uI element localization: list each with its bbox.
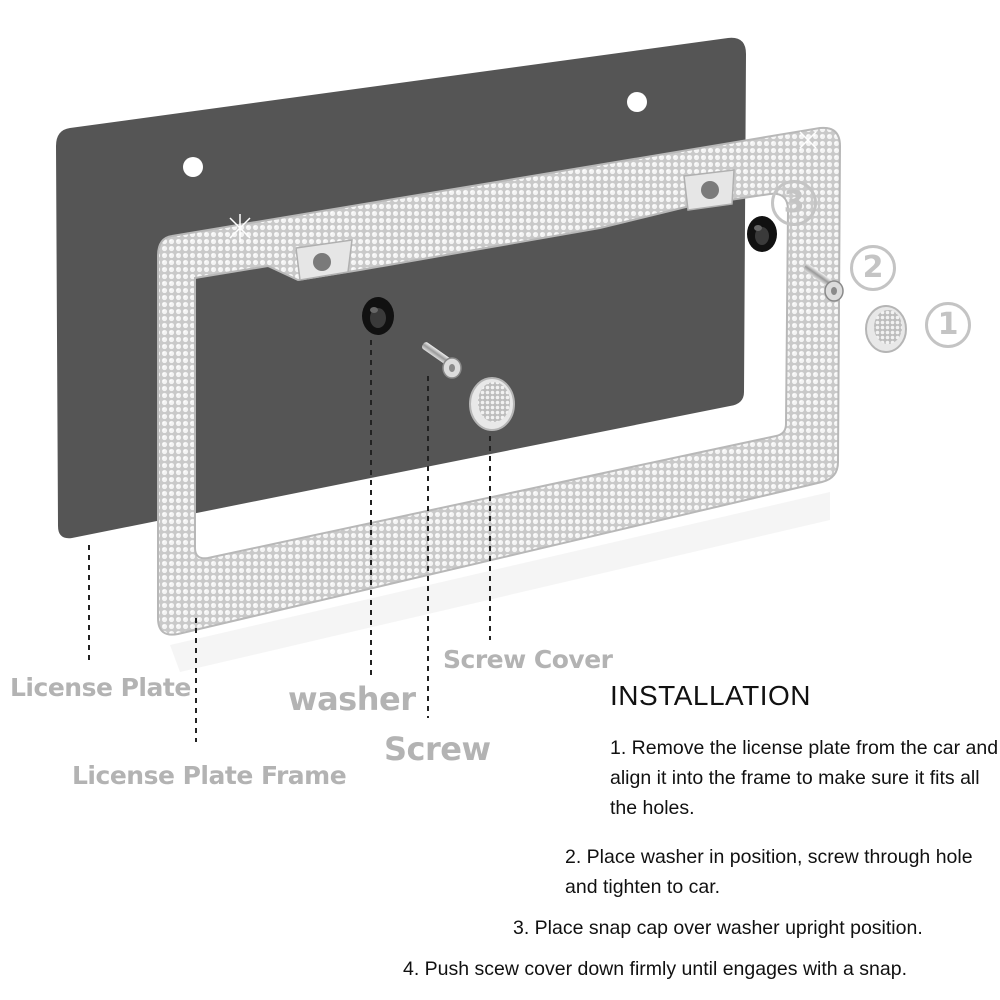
frame-reflection bbox=[170, 492, 830, 672]
installation-step-1: 1. Remove the license plate from the car… bbox=[610, 737, 999, 819]
label-screw-cover: Screw Cover bbox=[443, 645, 613, 674]
installation-step-4: 4. Push scew cover down firmly until eng… bbox=[403, 958, 908, 980]
plate-hole-left bbox=[183, 157, 203, 177]
frame-tab-hole-left bbox=[313, 253, 331, 271]
leader-lines bbox=[88, 340, 491, 742]
step-number-3: 3 bbox=[771, 180, 817, 226]
screw-center bbox=[421, 342, 462, 379]
screw-cover-right bbox=[865, 305, 907, 353]
screw-cover-center bbox=[469, 377, 515, 431]
step-number-2: 2 bbox=[850, 245, 896, 291]
sparkles bbox=[229, 131, 817, 616]
label-license-plate-frame: License Plate Frame bbox=[72, 761, 347, 790]
washer-center bbox=[362, 297, 394, 335]
frame-tab-hole-right bbox=[701, 181, 719, 199]
label-washer: washer bbox=[288, 680, 416, 718]
installation-step-3: 3. Place snap cap over washer upright po… bbox=[513, 917, 923, 939]
step-number-1: 1 bbox=[925, 302, 971, 348]
installation-title: INSTALLATION bbox=[610, 680, 812, 711]
label-license-plate: License Plate bbox=[10, 673, 191, 702]
license-plate bbox=[56, 37, 746, 539]
washer-right bbox=[747, 216, 777, 252]
plate-hole-right bbox=[627, 92, 647, 112]
installation-step-2: 2. Place washer in position, screw throu… bbox=[565, 846, 973, 898]
label-screw: Screw bbox=[384, 730, 491, 768]
screw-right bbox=[803, 264, 844, 302]
